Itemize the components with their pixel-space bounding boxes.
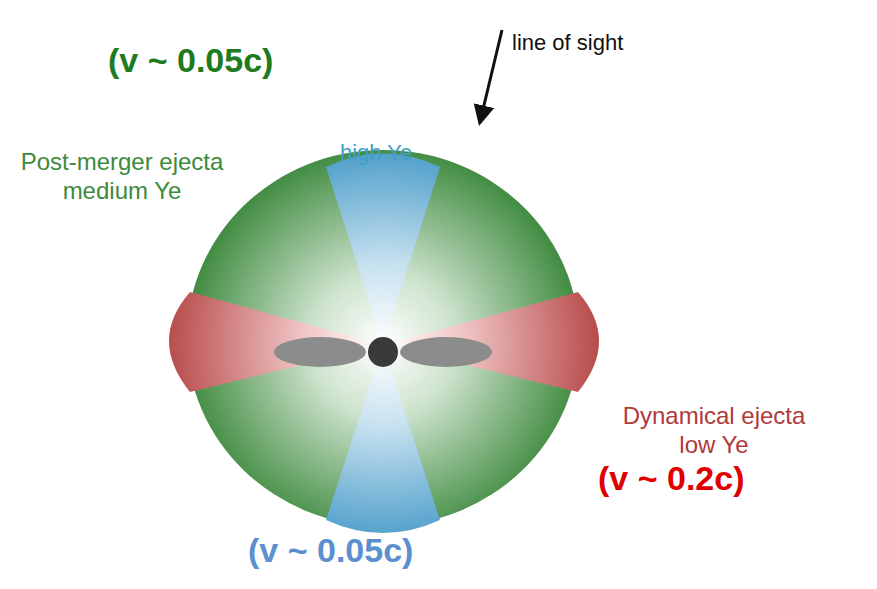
line-of-sight-label: line of sight (512, 30, 623, 56)
disk-left (274, 337, 366, 367)
dynamical-ejecta-right (383, 292, 599, 392)
disk-right (400, 337, 492, 367)
velocity-label: (v ~ 0.2c) (598, 458, 744, 499)
remnant (368, 337, 398, 367)
polar-ejecta-top (326, 154, 440, 346)
ejecta-label: Dynamical ejecta low Ye (612, 402, 816, 460)
ejecta-label: Post-merger ejecta medium Ye (8, 148, 236, 206)
line-of-sight-arrow (480, 30, 502, 122)
polar-ejecta-bottom (326, 345, 440, 533)
dynamical-ejecta-left (169, 292, 383, 392)
velocity-label: (v ~ 0.05c) (108, 40, 273, 81)
ejecta-label: high Ye (340, 140, 412, 166)
velocity-label: (v ~ 0.05c) (248, 530, 413, 571)
